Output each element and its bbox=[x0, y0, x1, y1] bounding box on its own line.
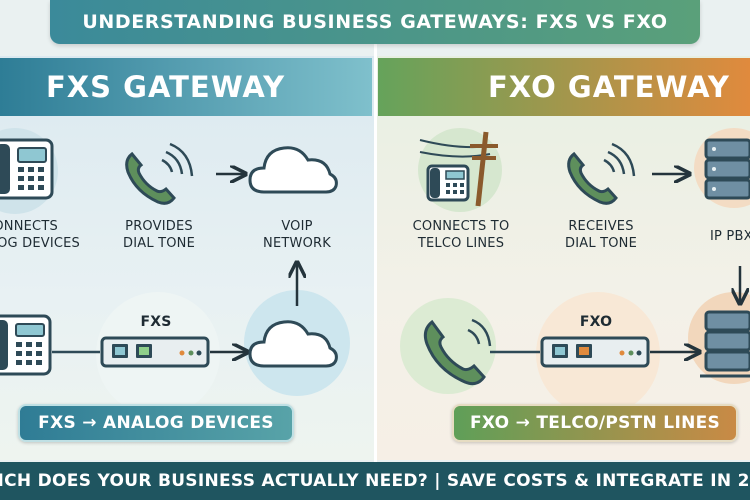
fxs-summary-pill: FXS → ANALOG DEVICES bbox=[18, 404, 294, 442]
panel-divider bbox=[374, 44, 377, 462]
fxo-dialtone-label: RECEIVES DIAL TONE bbox=[564, 219, 638, 251]
fxo-server-rack-icon bbox=[700, 310, 750, 378]
fxs-desk-phone-icon bbox=[0, 138, 54, 200]
fxo-desk-phone-icon bbox=[426, 164, 470, 202]
fxo-summary-pill: FXO → TELCO/PSTN LINES bbox=[452, 404, 738, 442]
fxo-header: FXO GATEWAY bbox=[378, 58, 750, 116]
fxs-cloud-icon bbox=[248, 146, 338, 194]
fxo-telco-pole-icon bbox=[419, 131, 498, 207]
fxs-network-cloud-icon bbox=[248, 320, 338, 368]
fxo-device-label: FXO bbox=[579, 314, 613, 330]
footer-banner: WHICH DOES YOUR BUSINESS ACTUALLY NEED? … bbox=[0, 462, 750, 500]
fxo-pbx-server-icon bbox=[704, 138, 750, 200]
fxs-handset-icon bbox=[125, 142, 194, 205]
fxs-dialtone-label: PROVIDES DIAL TONE bbox=[122, 219, 196, 251]
fxs-device-label: FXS bbox=[140, 314, 172, 330]
fxo-connects-label: CONNECTS TO TELCO LINES bbox=[412, 219, 510, 251]
fxo-line-handset-icon bbox=[423, 318, 492, 386]
fxo-gateway-device-icon bbox=[540, 336, 650, 368]
fxs-connects-label: CONNECTS ANALOG DEVICES bbox=[0, 219, 81, 251]
fxs-header: FXS GATEWAY bbox=[0, 58, 372, 116]
fxo-handset-icon bbox=[567, 142, 636, 205]
fxs-gateway-device-icon bbox=[100, 336, 210, 368]
page-title: UNDERSTANDING BUSINESS GATEWAYS: FXS VS … bbox=[50, 0, 700, 44]
fxo-pbx-label: IP PBX bbox=[710, 229, 750, 244]
fxs-analog-phone-icon bbox=[0, 314, 52, 376]
fxs-network-label: VOIP NETWORK bbox=[263, 219, 331, 251]
